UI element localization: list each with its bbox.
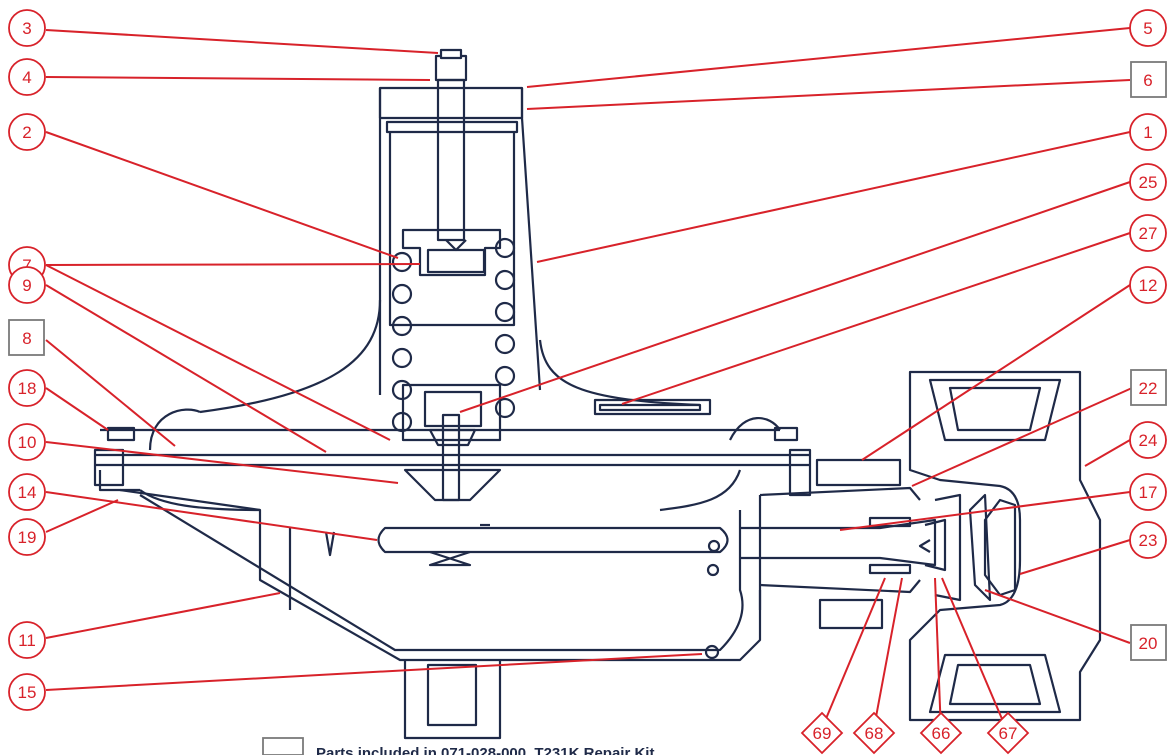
- svg-text:6: 6: [1143, 71, 1152, 90]
- callout-10: 10: [8, 423, 46, 461]
- callout-8-kit-box: 8: [8, 319, 45, 356]
- callout-18: 18: [8, 369, 46, 407]
- callout-19: 19: [8, 518, 46, 556]
- svg-text:17: 17: [1139, 483, 1158, 502]
- svg-text:69: 69: [813, 724, 832, 743]
- svg-text:24: 24: [1139, 431, 1158, 450]
- callout-69-diamond: 69: [800, 711, 844, 755]
- callout-25: 25: [1129, 163, 1167, 201]
- svg-text:4: 4: [22, 68, 31, 87]
- svg-text:10: 10: [18, 433, 37, 452]
- callout-12: 12: [1129, 266, 1167, 304]
- callout-6-kit-box: 6: [1130, 61, 1167, 98]
- callout-14: 14: [8, 473, 46, 511]
- svg-text:14: 14: [18, 483, 37, 502]
- svg-text:23: 23: [1139, 531, 1158, 550]
- svg-text:19: 19: [18, 528, 37, 547]
- callout-27: 27: [1129, 214, 1167, 252]
- callout-9: 9: [8, 266, 46, 304]
- svg-text:8: 8: [22, 329, 31, 348]
- svg-text:66: 66: [932, 724, 951, 743]
- callout-markers: 3 4 2 7 9 8 18 10: [8, 9, 1167, 755]
- svg-text:5: 5: [1143, 19, 1152, 38]
- callout-15: 15: [8, 673, 46, 711]
- callout-5: 5: [1129, 9, 1167, 47]
- svg-text:25: 25: [1139, 173, 1158, 192]
- callout-67-diamond: 67: [986, 711, 1030, 755]
- svg-text:22: 22: [1139, 379, 1158, 398]
- svg-text:9: 9: [22, 276, 31, 295]
- callout-17: 17: [1129, 473, 1167, 511]
- legend-kit-box-icon: [262, 737, 304, 755]
- callout-22-kit-box: 22: [1130, 369, 1167, 406]
- callout-11: 11: [8, 621, 46, 659]
- callout-23: 23: [1129, 521, 1167, 559]
- callout-1: 1: [1129, 113, 1167, 151]
- svg-text:27: 27: [1139, 224, 1158, 243]
- callout-66-diamond: 66: [919, 711, 963, 755]
- svg-text:7: 7: [22, 256, 31, 275]
- callout-20-kit-box: 20: [1130, 624, 1167, 661]
- callout-68-diamond: 68: [852, 711, 896, 755]
- legend-text: Parts included in 071-028-000, T231K Rep…: [316, 745, 654, 755]
- svg-text:2: 2: [22, 123, 31, 142]
- svg-text:11: 11: [18, 631, 36, 650]
- callout-4: 4: [8, 58, 46, 96]
- svg-text:18: 18: [18, 379, 37, 398]
- callout-2: 2: [8, 113, 46, 151]
- callout-3: 3: [8, 9, 46, 47]
- svg-text:12: 12: [1139, 276, 1158, 295]
- repair-kit-legend: Parts included in 071-028-000, T231K Rep…: [262, 737, 654, 755]
- svg-text:67: 67: [999, 724, 1018, 743]
- svg-text:1: 1: [1143, 123, 1152, 142]
- svg-text:68: 68: [865, 724, 884, 743]
- svg-text:3: 3: [22, 19, 31, 38]
- callout-leader-lines: [45, 27, 1133, 734]
- svg-text:15: 15: [18, 683, 37, 702]
- callout-24: 24: [1129, 421, 1167, 459]
- regulator-body-drawing: [93, 48, 1102, 740]
- svg-text:20: 20: [1139, 634, 1158, 653]
